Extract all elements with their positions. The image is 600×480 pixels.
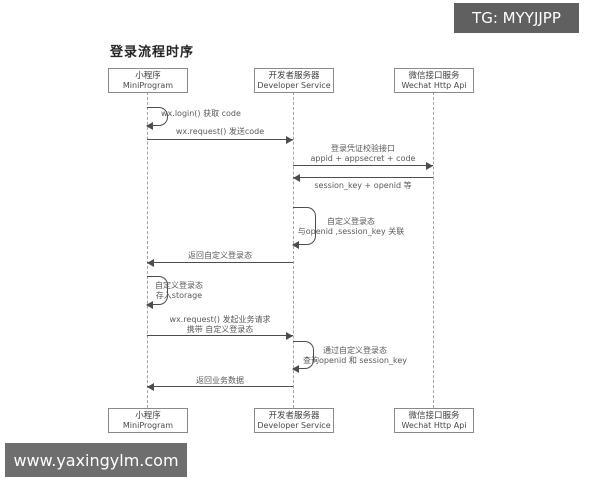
arrowhead-icon xyxy=(286,331,293,340)
message-verify-code-label-1: 登录凭证校验接口 xyxy=(331,144,395,153)
arrowhead-icon xyxy=(286,135,293,144)
message-query-session-label-1: 通过自定义登录态 xyxy=(323,346,387,355)
lifeline-wechat-api xyxy=(433,92,434,408)
arrowhead-icon xyxy=(292,364,299,373)
message-business-request-label-1: wx.request() 发起业务请求 xyxy=(169,315,271,324)
site-watermark: www.yaxingylm.com xyxy=(5,443,187,477)
message-send-code-arrow xyxy=(147,135,293,144)
actor-label-zh: 微信接口服务 xyxy=(408,71,460,81)
actor-label-zh: 开发者服务器 xyxy=(268,71,320,81)
actor-label-zh: 开发者服务器 xyxy=(268,411,320,421)
lifeline-developer-service xyxy=(293,92,294,408)
actor-label-en: Developer Service xyxy=(257,81,331,90)
message-return-business-data-label: 返回业务数据 xyxy=(196,376,244,385)
actor-label-zh: 小程序 xyxy=(135,411,161,421)
arrowhead-icon xyxy=(292,240,299,249)
message-return-custom-state-arrow xyxy=(147,258,293,267)
message-verify-code-label-2: appid + appsecret + code xyxy=(310,154,416,163)
actor-label-en: Developer Service xyxy=(257,421,331,430)
message-return-session-arrow xyxy=(293,173,433,182)
arrowhead-icon xyxy=(146,300,153,309)
actor-top-wechat-api: 微信接口服务 Wechat Http Api xyxy=(394,68,474,93)
message-verify-code-arrow xyxy=(293,161,433,170)
arrowhead-icon xyxy=(293,173,300,182)
actor-label-en: MiniProgram xyxy=(122,81,174,90)
message-return-session-label: session_key + openid 等 xyxy=(314,181,412,190)
actor-top-miniprogram: 小程序 MiniProgram xyxy=(108,68,188,93)
actor-bottom-developer-service: 开发者服务器 Developer Service xyxy=(254,408,334,433)
actor-label-en: Wechat Http Api xyxy=(401,421,467,430)
arrowhead-icon xyxy=(146,121,153,130)
message-wx-login-label: wx.login() 获取 code xyxy=(161,109,241,118)
message-business-request-label-2: 携带 自定义登录态 xyxy=(186,325,254,334)
message-bind-session-label-1: 自定义登录态 xyxy=(327,217,375,226)
actor-label-en: Wechat Http Api xyxy=(401,81,467,90)
actor-bottom-wechat-api: 微信接口服务 Wechat Http Api xyxy=(394,408,474,433)
message-store-state-label-2: 存入storage xyxy=(155,291,203,300)
message-business-request-arrow xyxy=(147,331,293,340)
actor-top-developer-service: 开发者服务器 Developer Service xyxy=(254,68,334,93)
arrowhead-icon xyxy=(147,382,154,391)
tg-badge: TG: MYYJJPP xyxy=(454,3,579,33)
message-store-state-label-1: 自定义登录态 xyxy=(155,281,203,290)
message-return-custom-state-label: 返回自定义登录态 xyxy=(188,251,252,260)
message-bind-session-self-loop xyxy=(292,207,316,249)
arrowhead-icon xyxy=(426,161,433,170)
message-query-session-label-2: 查询openid 和 session_key xyxy=(303,356,407,365)
message-return-business-data-arrow xyxy=(147,382,293,391)
actor-label-en: MiniProgram xyxy=(122,421,174,430)
actor-label-zh: 微信接口服务 xyxy=(408,411,460,421)
page-title: 登录流程时序 xyxy=(110,45,195,60)
message-query-session-self-loop xyxy=(292,341,314,373)
message-store-state-self-loop xyxy=(146,276,168,309)
message-bind-session-label-2: 与openid ,session_key 关联 xyxy=(297,227,405,236)
lifeline-miniprogram xyxy=(147,92,148,408)
actor-label-zh: 小程序 xyxy=(135,71,161,81)
message-send-code-label: wx.request() 发送code xyxy=(175,127,265,136)
actor-bottom-miniprogram: 小程序 MiniProgram xyxy=(108,408,188,433)
message-wx-login-self-loop xyxy=(146,107,168,130)
arrowhead-icon xyxy=(147,258,154,267)
